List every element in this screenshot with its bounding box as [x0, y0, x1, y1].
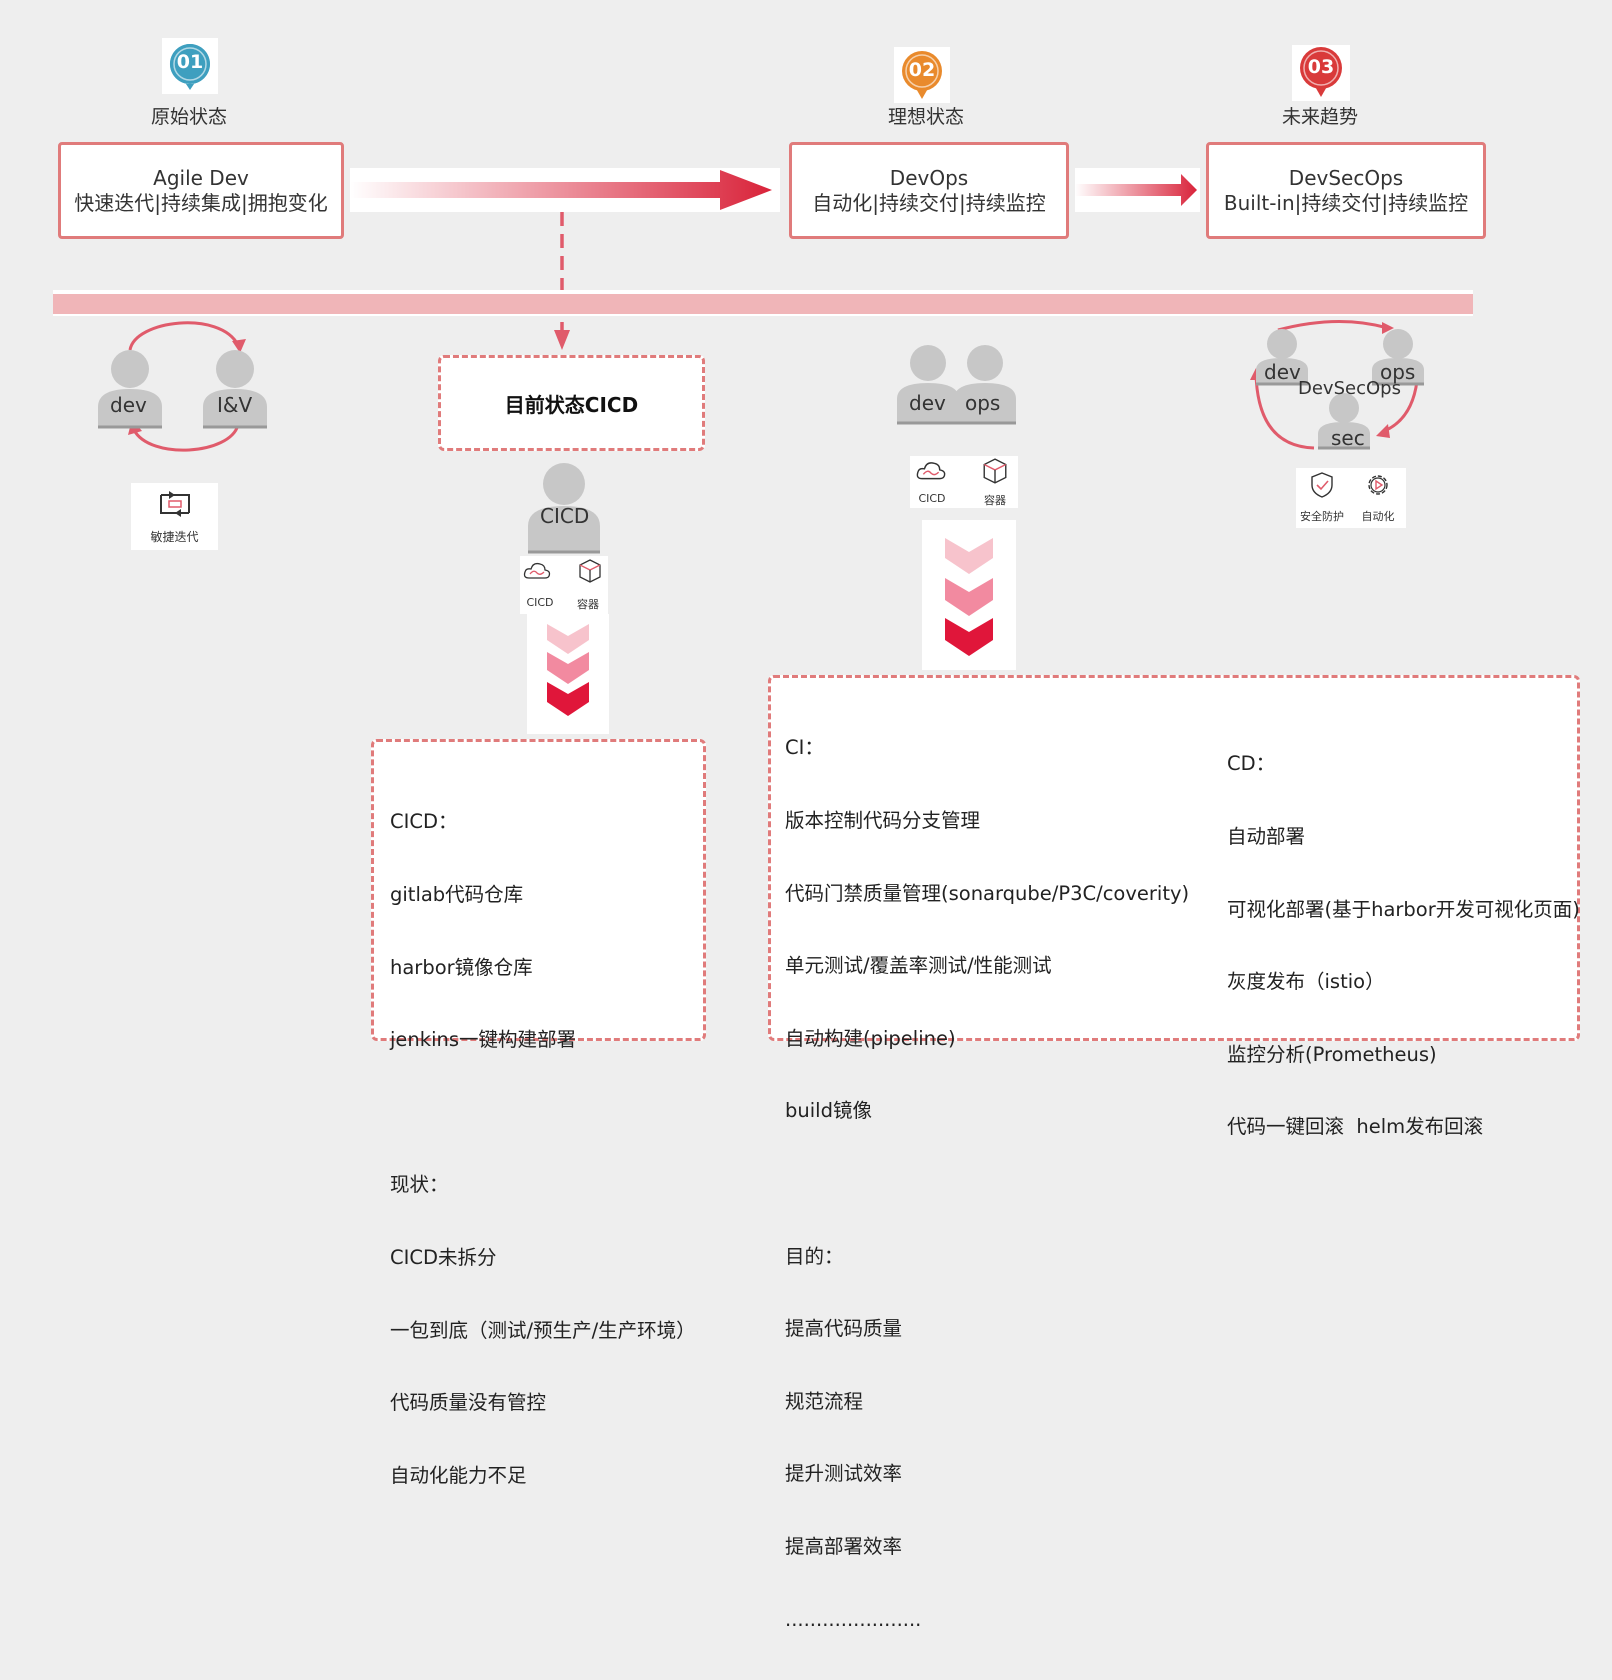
arrow-devops-to-devsecops	[1075, 168, 1200, 212]
ci-line: 目的：	[785, 1244, 844, 1268]
cicd-tile-label-2: 容器	[577, 598, 599, 611]
iteration-icon	[160, 491, 190, 517]
devsecops-sec-label: sec	[1331, 426, 1365, 450]
ci-text: CI： 版本控制代码分支管理 代码门禁质量管理(sonarqube/P3C/co…	[785, 688, 1189, 1680]
ci-line: build镜像	[785, 1099, 872, 1123]
arrow-agile-to-devops	[350, 168, 780, 212]
cd-text: CD： 自动部署 可视化部署(基于harbor开发可视化页面) 灰度发布（ist…	[1227, 704, 1580, 1188]
cicd-line: CICD：	[390, 810, 458, 834]
devops-tiles: CICD 容器	[910, 456, 1018, 508]
devsecops-tile-label-1: 安全防护	[1300, 510, 1344, 523]
devops-persons: dev ops	[895, 345, 1025, 425]
cicd-person-label: CICD	[540, 504, 590, 528]
ci-line: 版本控制代码分支管理	[785, 809, 981, 833]
devsecops-tile-label-2: 自动化	[1361, 510, 1395, 523]
devsecops-diagram: dev ops DevSecOps sec	[1248, 318, 1430, 456]
cd-line: 代码一键回滚 helm发布回滚	[1227, 1115, 1484, 1139]
devops-dev-label: dev	[909, 391, 946, 415]
cd-line: 可视化部署(基于harbor开发可视化页面)	[1227, 897, 1580, 921]
ci-line: 代码门禁质量管理(sonarqube/P3C/coverity)	[785, 881, 1190, 905]
stage-agile-subtitle: 快速迭代|持续集成|拥抱变化	[74, 190, 328, 215]
stage-03-label: 未来趋势	[1281, 106, 1358, 128]
cicd-person: CICD	[526, 462, 602, 554]
stage-agile-box: Agile Dev 快速迭代|持续集成|拥抱变化	[58, 142, 344, 239]
badge-02-icon: 02	[894, 47, 950, 103]
devops-ops-label: ops	[965, 391, 1001, 415]
cicd-cloud-icon	[523, 562, 551, 579]
stage-01-label: 原始状态	[150, 106, 227, 128]
devsecops-ops-label: ops	[1380, 360, 1416, 384]
devsecops-center-label: DevSecOps	[1298, 378, 1401, 399]
stage-devops-title: DevOps	[889, 165, 969, 190]
agile-iteration-label: 敏捷迭代	[150, 530, 199, 544]
stage-devops-box: DevOps 自动化|持续交付|持续监控	[789, 142, 1069, 239]
current-state-box: 目前状态CICD	[438, 355, 705, 451]
cicd-line: gitlab代码仓库	[390, 883, 524, 907]
ci-cd-box: CI： 版本控制代码分支管理 代码门禁质量管理(sonarqube/P3C/co…	[768, 675, 1580, 1631]
cd-line: CD：	[1227, 752, 1276, 776]
cicd-line: CICD未拆分	[390, 1246, 497, 1270]
devops-tile-label-1: CICD	[918, 492, 946, 505]
ci-line: 单元测试/覆盖率测试/性能测试	[785, 954, 1052, 978]
ci-line: 提升测试效率	[785, 1462, 903, 1486]
devops-cloud-icon	[916, 462, 946, 480]
devsecops-tiles: 安全防护 自动化	[1296, 468, 1406, 528]
current-state-title: 目前状态CICD	[504, 392, 639, 417]
cd-line: 监控分析(Prometheus)	[1227, 1042, 1437, 1066]
stage-devsecops-subtitle: Built-in|持续交付|持续监控	[1223, 190, 1469, 215]
badge-03-number: 03	[1307, 56, 1335, 78]
ci-line: 提高部署效率	[785, 1535, 903, 1559]
cicd-line: 自动化能力不足	[390, 1463, 527, 1487]
badge-02-number: 02	[908, 59, 936, 81]
ci-line: 自动构建(pipeline)	[785, 1026, 956, 1050]
cicd-status-box: CICD： gitlab代码仓库 harbor镜像仓库 jenkins一键构建部…	[371, 739, 706, 1487]
ci-line: 规范流程	[785, 1389, 864, 1413]
devsecops-dev-label: dev	[1264, 360, 1301, 384]
stage-devsecops-title: DevSecOps	[1288, 165, 1404, 190]
agile-dev-label: dev	[110, 393, 147, 417]
automation-gear-icon	[1368, 475, 1388, 495]
devops-container-icon	[983, 458, 1007, 484]
dashed-arrow-to-current	[554, 212, 570, 350]
cd-line: 自动部署	[1227, 825, 1306, 849]
cicd-tiles: CICD 容器	[520, 556, 608, 614]
cicd-line: 现状：	[390, 1173, 449, 1197]
timeline-band	[53, 290, 1473, 316]
ci-line: CI：	[785, 736, 824, 760]
cd-line: 灰度发布（istio）	[1227, 970, 1385, 994]
cicd-line: 一包到底（测试/预生产/生产环境）	[390, 1318, 696, 1342]
badge-03-icon: 03	[1292, 45, 1350, 101]
stage-devops-subtitle: 自动化|持续交付|持续监控	[812, 190, 1046, 215]
cicd-line	[390, 1101, 696, 1125]
stage-02-label: 理想状态	[887, 106, 964, 128]
cicd-status-text: CICD： gitlab代码仓库 harbor镜像仓库 jenkins一键构建部…	[390, 762, 696, 1536]
cicd-line: 代码质量没有管控	[390, 1391, 547, 1415]
security-shield-icon	[1311, 472, 1333, 498]
badge-01-icon: 01	[162, 38, 218, 94]
ci-line	[785, 1172, 1189, 1196]
cicd-tile-label-1: CICD	[526, 596, 554, 609]
devops-chevrons	[922, 520, 1016, 670]
badge-01-number: 01	[176, 51, 204, 73]
ci-line: ......................	[785, 1607, 922, 1631]
cicd-line: harbor镜像仓库	[390, 955, 533, 979]
agile-iv-label: I&V	[217, 393, 253, 417]
container-icon	[579, 559, 601, 583]
cicd-chevrons	[527, 614, 609, 734]
agile-iteration-tile: 敏捷迭代	[131, 483, 218, 550]
agile-loop-diagram: dev I&V	[90, 315, 280, 465]
ci-line: 提高代码质量	[785, 1317, 903, 1341]
stage-agile-title: Agile Dev	[153, 165, 249, 190]
stage-devsecops-box: DevSecOps Built-in|持续交付|持续监控	[1206, 142, 1486, 239]
devops-tile-label-2: 容器	[984, 494, 1006, 507]
cicd-line: jenkins一键构建部署	[390, 1028, 577, 1052]
